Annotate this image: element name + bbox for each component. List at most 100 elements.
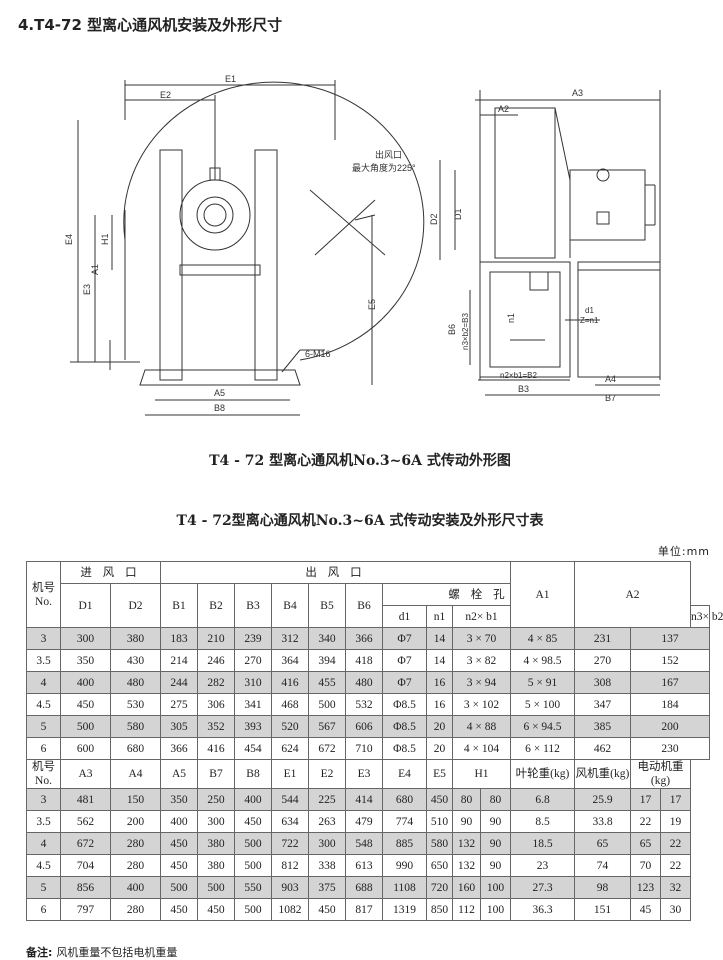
table-cell: 352 [197, 715, 235, 738]
table-cell: 856 [60, 876, 111, 899]
table-cell: 4 × 85 [510, 627, 575, 650]
table-cell: 5 × 100 [510, 693, 575, 716]
table-cell: 567 [308, 715, 346, 738]
label-n3b2: n3×b2=B3 [461, 313, 470, 350]
table-cell: 530 [110, 693, 161, 716]
unit-label: 单位:mm [657, 545, 710, 558]
label-D2: D2 [429, 213, 439, 225]
table-cell: 19 [659, 810, 692, 833]
table-cell: 400 [160, 810, 198, 833]
table-cell: 90 [480, 810, 511, 833]
table-cell: 580 [426, 832, 453, 855]
label-B3: B3 [518, 384, 529, 394]
label-A1: A1 [90, 264, 100, 275]
right-view-housing [494, 107, 556, 259]
header-E2: E2 [308, 759, 346, 789]
label-n1: n1 [506, 313, 516, 323]
table-cell: 990 [382, 854, 427, 877]
table-cell: 680 [382, 788, 427, 811]
header-fan-weight: 风机重(kg) [574, 759, 631, 789]
table-cell: 500 [160, 876, 198, 899]
table-cell: 380 [110, 627, 161, 650]
table-cell: 270 [234, 649, 272, 672]
table-cell: 90 [480, 854, 511, 877]
table-cell: 25.9 [574, 788, 631, 811]
table-cell: 306 [197, 693, 235, 716]
header-H1: H1 [452, 759, 511, 789]
table-cell: 613 [345, 854, 383, 877]
table-cell: 112 [452, 898, 481, 921]
table-cell: 500 [234, 898, 272, 921]
table-cell: 70 [630, 854, 661, 877]
table-cell: 400 [234, 788, 272, 811]
table-cell: 375 [308, 876, 346, 899]
table-cell: 3 [26, 788, 61, 811]
table-cell: 4 [26, 832, 61, 855]
table-cell: 280 [110, 832, 161, 855]
section-title: 4.T4-72 型离心通风机安装及外形尺寸 [18, 16, 283, 34]
table-cell: 150 [110, 788, 161, 811]
table-cell: 414 [345, 788, 383, 811]
header-n3b2: n3× b2 [690, 605, 723, 628]
header-E3: E3 [345, 759, 383, 789]
header-outlet: 出 风 口 [160, 561, 511, 584]
table-cell: 416 [197, 737, 235, 760]
table-cell: 22 [630, 810, 661, 833]
table-cell: 4.5 [26, 693, 61, 716]
label-A3: A3 [572, 88, 583, 98]
outlet-flange [479, 261, 571, 378]
table-cell: 385 [574, 715, 631, 738]
table-cell: 797 [60, 898, 111, 921]
scroll-housing [123, 81, 425, 361]
table-cell: 17 [659, 788, 692, 811]
table-cell: 132 [452, 854, 481, 877]
table-cell: 774 [382, 810, 427, 833]
table-cell: 230 [630, 737, 710, 760]
table-cell: 393 [234, 715, 272, 738]
table-cell: 239 [234, 627, 272, 650]
table-cell: 450 [160, 832, 198, 855]
table-cell: 3 × 70 [452, 627, 511, 650]
dimension-table: 机号No. 进 风 口 出 风 口 A1 A2 D1 D2 B1 B2 B3 B… [26, 561, 723, 921]
label-B7: B7 [605, 393, 616, 403]
label-d1: d1 [585, 306, 594, 315]
fan-drawing: E1 E2 E4 H1 A1 E3 E5 出风口 最大角度为225° 6-M16… [64, 74, 661, 416]
header-motor-weight: 电动机重(kg) [629, 759, 692, 789]
table-cell: 366 [345, 627, 383, 650]
table-cell: 720 [426, 876, 453, 899]
table-cell: 6.8 [510, 788, 575, 811]
table-cell: 65 [574, 832, 631, 855]
table-cell: 246 [197, 649, 235, 672]
table-cell: 3 × 94 [452, 671, 511, 694]
table-cell: 3.5 [26, 649, 61, 672]
label-E4: E4 [64, 234, 74, 245]
table-cell: 4 [26, 671, 61, 694]
header-d1: d1 [382, 605, 427, 628]
table-cell: 100 [480, 876, 511, 899]
table-cell: 45 [630, 898, 661, 921]
table-cell: 3.5 [26, 810, 61, 833]
label-n2b1: n2×b1=B2 [500, 371, 537, 380]
table-cell: 5 × 91 [510, 671, 575, 694]
header-A2: A2 [573, 561, 692, 628]
table-cell: 722 [271, 832, 309, 855]
table-cell: 6 [26, 898, 61, 921]
table-cell: 16 [426, 693, 453, 716]
header-A3: A3 [60, 759, 111, 789]
header-B6: B6 [345, 583, 383, 628]
table-cell: 418 [345, 649, 383, 672]
header-D1: D1 [60, 583, 111, 628]
header-n1: n1 [426, 605, 453, 628]
table-cell: 74 [574, 854, 631, 877]
table-cell: 210 [197, 627, 235, 650]
table-cell: 214 [160, 649, 198, 672]
table-cell: 450 [197, 898, 235, 921]
table-cell: 468 [271, 693, 309, 716]
table-cell: 364 [271, 649, 309, 672]
table-cell: 300 [197, 810, 235, 833]
label-A4: A4 [605, 374, 616, 384]
table-cell: 341 [234, 693, 272, 716]
